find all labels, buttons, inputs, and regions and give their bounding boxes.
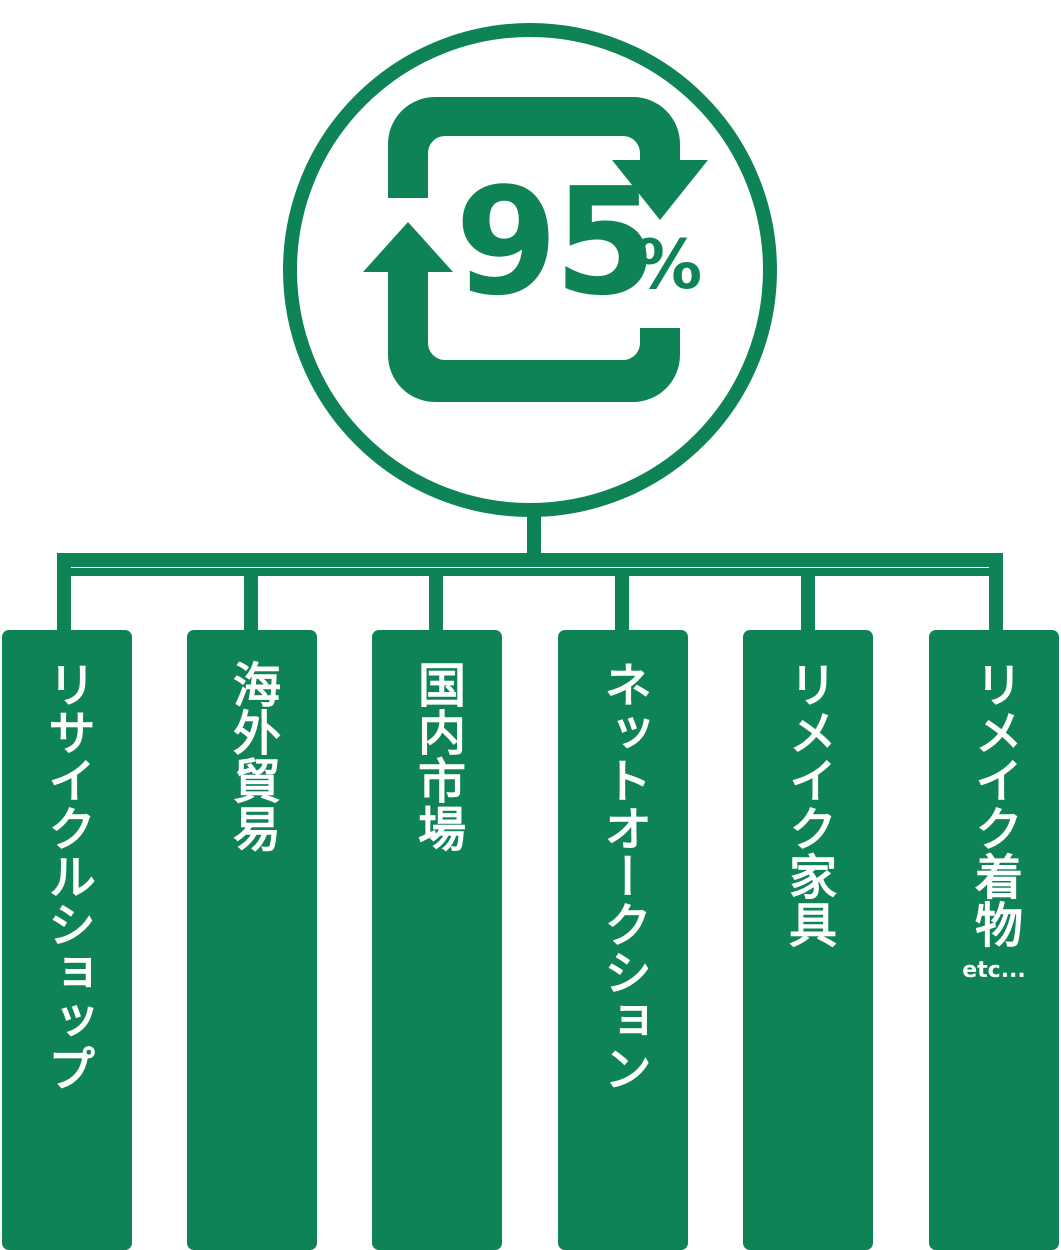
channel-label: リサイクルショップ <box>39 660 95 1092</box>
channel-label: 国内市場 <box>409 660 465 852</box>
channel-suffix: etc... <box>962 958 1026 983</box>
channel-label: リメイク着物 <box>966 660 1022 948</box>
channel-recycle-shop: リサイクルショップ <box>2 630 132 1250</box>
recycle-rate-value: 95 <box>455 156 657 328</box>
recycle-rate-unit: % <box>634 226 703 305</box>
channel-remake-kimono: リメイク着物 etc... <box>929 630 1059 1250</box>
channel-label: リメイク家具 <box>780 660 836 948</box>
channel-overseas-trade: 海外貿易 <box>187 630 317 1250</box>
channel-label: 海外貿易 <box>224 660 280 852</box>
channel-label: ネットオークション <box>595 660 651 1092</box>
channel-remake-furniture: リメイク家具 <box>743 630 873 1250</box>
channel-domestic-market: 国内市場 <box>372 630 502 1250</box>
channel-net-auction: ネットオークション <box>558 630 688 1250</box>
recycle-arrows-icon <box>363 97 708 402</box>
